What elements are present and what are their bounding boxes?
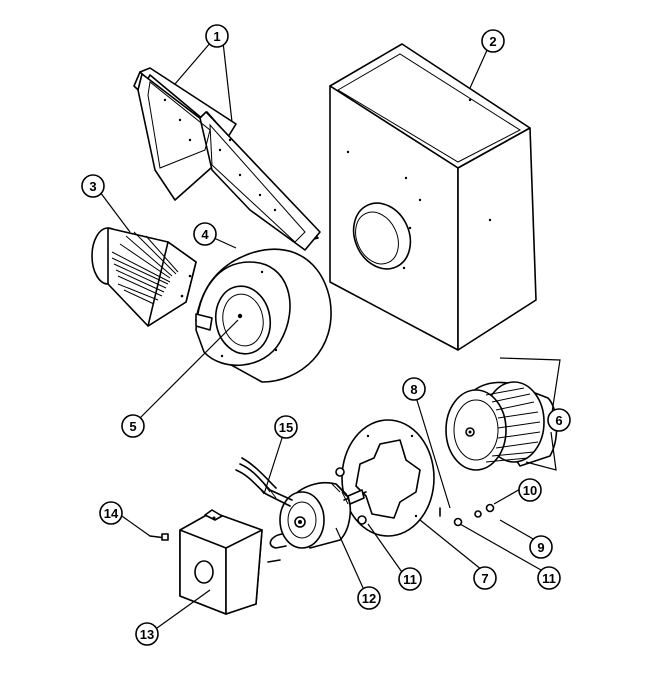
callout-5-label: 5 bbox=[129, 419, 136, 434]
part-13-box bbox=[179, 509, 263, 615]
callout-1-label: 1 bbox=[213, 29, 220, 44]
hardware bbox=[149, 467, 495, 563]
callout-9-label: 9 bbox=[537, 540, 544, 555]
callout-14-label: 14 bbox=[104, 506, 119, 521]
callout-15-label: 15 bbox=[279, 420, 293, 435]
callout-3: 3 bbox=[81, 174, 105, 198]
callout-9: 9 bbox=[529, 535, 553, 559]
part-6-blower-wheel bbox=[445, 381, 558, 471]
part-3-inlet bbox=[91, 227, 197, 327]
callout-2: 2 bbox=[481, 29, 505, 53]
callout-13: 13 bbox=[135, 622, 159, 646]
callout-5: 5 bbox=[121, 414, 145, 438]
part-2-cabinet bbox=[329, 43, 537, 351]
callout-4-label: 4 bbox=[201, 227, 209, 242]
callout-12: 12 bbox=[357, 586, 381, 610]
callout-1: 1 bbox=[205, 24, 229, 48]
callout-10: 10 bbox=[518, 478, 542, 502]
part-1-filter-panels bbox=[133, 67, 321, 251]
part-4-blower-housing bbox=[195, 248, 332, 383]
callout-7: 7 bbox=[473, 566, 497, 590]
callout-7-label: 7 bbox=[481, 571, 488, 586]
part-15-wires bbox=[235, 457, 293, 507]
callout-11-left: 11 bbox=[398, 567, 422, 591]
callout-2-label: 2 bbox=[489, 34, 496, 49]
callout-15: 15 bbox=[274, 415, 298, 439]
callout-6-label: 6 bbox=[555, 413, 562, 428]
callout-11-right: 11 bbox=[537, 566, 561, 590]
part-7-mount-ring bbox=[341, 419, 435, 537]
part-12-motor bbox=[269, 482, 367, 549]
callout-14: 14 bbox=[99, 501, 123, 525]
callout-11-left-label: 11 bbox=[403, 572, 417, 587]
callout-13-label: 13 bbox=[140, 627, 154, 642]
callout-11-right-label: 11 bbox=[542, 571, 556, 586]
callout-12-label: 12 bbox=[362, 591, 376, 606]
callout-3-label: 3 bbox=[89, 179, 96, 194]
leader-lines bbox=[99, 41, 561, 629]
callout-4: 4 bbox=[193, 222, 217, 246]
callout-8: 8 bbox=[402, 377, 426, 401]
callout-8-label: 8 bbox=[410, 382, 417, 397]
callout-10-label: 10 bbox=[523, 483, 537, 498]
callout-6: 6 bbox=[547, 408, 571, 432]
